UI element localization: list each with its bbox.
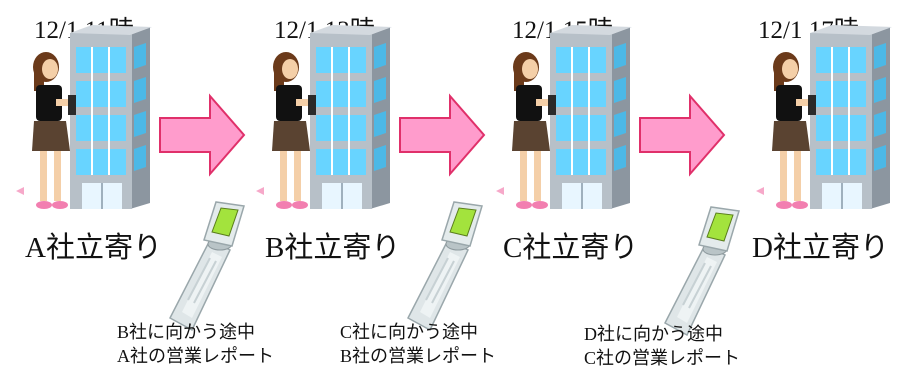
report-note-2-line1: C社に向かう途中 [340, 322, 479, 342]
step-visit-1: A社立寄り [25, 232, 162, 264]
report-note-3-line1: D社に向かう途中 [584, 324, 723, 344]
report-note-2-line2: B社の営業レポート [340, 346, 497, 366]
step-visit-2: B社立寄り [265, 232, 401, 264]
report-note-1-line2: A社の営業レポート [117, 346, 274, 366]
flip-phone-icon [407, 201, 483, 331]
report-note-3: D社に向かう途中 C社の営業レポート [584, 322, 740, 370]
office-scene-4 [755, 24, 893, 210]
office-scene-2 [255, 24, 393, 210]
report-note-2: C社に向かう途中 B社の営業レポート [340, 320, 496, 368]
flip-phone-icon [664, 206, 740, 336]
office-scene-1 [15, 24, 153, 210]
step-visit-4: D社立寄り [752, 232, 889, 264]
right-arrow-icon [399, 95, 485, 175]
report-note-1: B社に向かう途中 A社の営業レポート [117, 320, 274, 368]
report-note-3-line2: C社の営業レポート [584, 348, 741, 368]
step-visit-3: C社立寄り [503, 232, 639, 264]
flip-phone-icon [169, 201, 245, 331]
right-arrow-icon [639, 95, 725, 175]
right-arrow-icon [159, 95, 245, 175]
report-note-1-line1: B社に向かう途中 [117, 322, 256, 342]
office-scene-3 [495, 24, 633, 210]
